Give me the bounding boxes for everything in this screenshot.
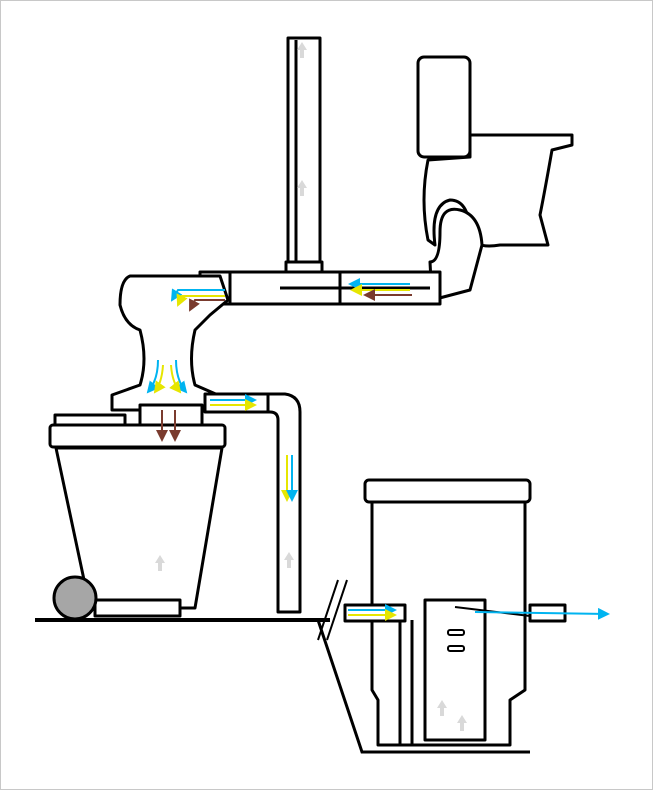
liquid-pipe [203, 392, 302, 614]
up-arrow-icon [437, 700, 447, 716]
drain-pipe [198, 270, 442, 306]
flow-arrow-icon [176, 293, 225, 307]
wheel [52, 575, 98, 621]
flow-arrow-icon [146, 359, 160, 394]
vent-arrows [155, 42, 467, 731]
flow-arrow-icon [189, 298, 225, 312]
flow-arrow-icon [170, 288, 225, 302]
up-arrow-icon [284, 552, 294, 568]
waste-bin [48, 413, 227, 621]
storage-tank [363, 478, 532, 747]
up-arrow-icon [297, 42, 307, 58]
toilet [416, 55, 574, 302]
flow-arrow-icon [174, 359, 188, 394]
flow-arrow-icon [153, 364, 166, 394]
up-arrow-icon [457, 715, 467, 731]
ground [35, 579, 530, 754]
up-arrow-icon [155, 555, 165, 571]
vent-stack [284, 36, 324, 282]
flow-arrow-icon [169, 364, 182, 394]
flow-arrows [146, 278, 610, 621]
flow-arrow-icon [474, 607, 610, 620]
up-arrow-icon [297, 180, 307, 196]
